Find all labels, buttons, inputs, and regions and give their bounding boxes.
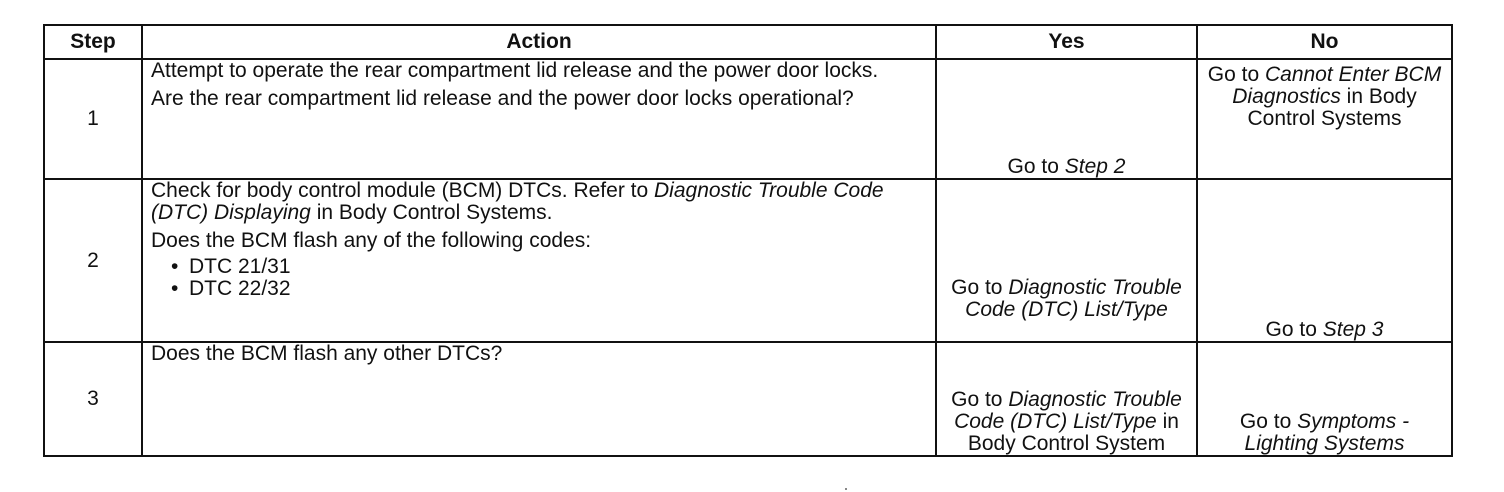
no-cell: Go to Step 3: [1196, 178, 1453, 343]
list-item: DTC 21/31: [171, 256, 927, 278]
yes-reference-link[interactable]: Step 2: [1064, 155, 1126, 178]
action-reference-link[interactable]: Diagnostic Trouble Code (DTC) Displaying: [151, 179, 884, 224]
action-cell: Check for body control module (BCM) DTCs…: [141, 178, 937, 343]
code-list: DTC 21/31 DTC 22/32: [151, 256, 927, 300]
scan-speck: [845, 488, 847, 490]
table-row: 2 Check for body control module (BCM) DT…: [43, 178, 1453, 343]
no-prefix: Go to: [1265, 318, 1323, 341]
yes-cell: Go to Step 2: [935, 58, 1198, 180]
yes-reference-link[interactable]: Diagnostic Trouble Code (DTC) List/Type: [954, 388, 1182, 433]
step-number: 2: [43, 178, 143, 343]
action-question: Does the BCM flash any other DTCs?: [151, 342, 503, 365]
no-prefix: Go to: [1207, 63, 1265, 86]
table-row: 1 Attempt to operate the rear compartmen…: [43, 58, 1453, 180]
header-yes: Yes: [935, 24, 1198, 60]
action-instruction: Attempt to operate the rear compartment …: [151, 59, 879, 82]
action-instruction-prefix: Check for body control module (BCM) DTCs…: [151, 179, 654, 202]
step-number: 1: [43, 58, 143, 180]
list-item: DTC 22/32: [171, 278, 927, 300]
table-row: 3 Does the BCM flash any other DTCs? Go …: [43, 341, 1453, 457]
action-instruction: Check for body control module (BCM) DTCs…: [151, 180, 927, 224]
action-question: Are the rear compartment lid release and…: [151, 87, 854, 110]
diagnostic-table: Step Action Yes No 1 Attempt to operate …: [43, 24, 1453, 457]
action-instruction-suffix: in Body Control Systems.: [310, 201, 553, 224]
yes-reference-link[interactable]: Diagnostic Trouble Code (DTC) List/Type: [965, 276, 1182, 321]
header-step: Step: [43, 24, 143, 60]
yes-prefix: Go to: [1007, 155, 1065, 178]
no-suffix: in Body Control Systems: [1247, 85, 1417, 130]
no-prefix: Go to: [1239, 410, 1298, 433]
no-cell: Go to Symptoms - Lighting Systems: [1196, 341, 1453, 457]
no-reference-link[interactable]: Cannot Enter BCM Diagnostics: [1232, 63, 1442, 108]
header-action: Action: [141, 24, 937, 60]
yes-prefix: Go to: [951, 388, 1009, 411]
no-reference-link[interactable]: Symptoms - Lighting Systems: [1244, 410, 1410, 455]
action-question: Does the BCM flash any of the following …: [151, 229, 592, 252]
action-cell: Does the BCM flash any other DTCs?: [141, 341, 937, 457]
yes-cell: Go to Diagnostic Trouble Code (DTC) List…: [935, 178, 1198, 343]
step-number: 3: [43, 341, 143, 457]
no-reference-link[interactable]: Step 3: [1322, 318, 1384, 341]
yes-cell: Go to Diagnostic Trouble Code (DTC) List…: [935, 341, 1198, 457]
no-cell: Go to Cannot Enter BCM Diagnostics in Bo…: [1196, 58, 1453, 180]
yes-prefix: Go to: [951, 276, 1009, 299]
yes-suffix: in Body Control System: [967, 410, 1179, 455]
header-no: No: [1196, 24, 1453, 60]
action-cell: Attempt to operate the rear compartment …: [141, 58, 937, 180]
header-row: Step Action Yes No: [43, 24, 1453, 60]
